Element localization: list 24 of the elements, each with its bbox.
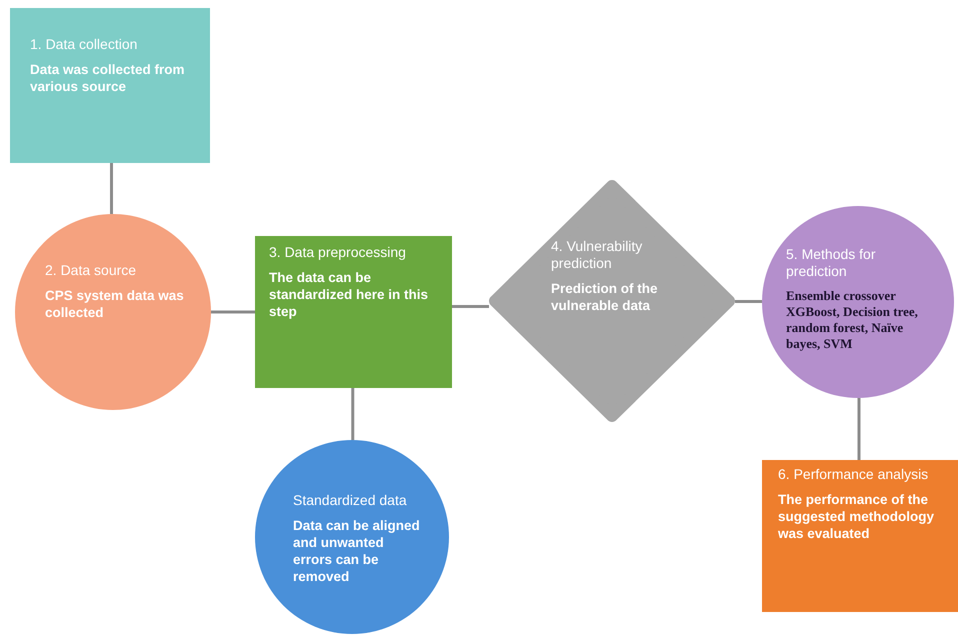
node-description: The data can be standardized here in this step bbox=[269, 269, 430, 320]
connector-line bbox=[110, 163, 113, 214]
node-heading: 1. Data collection bbox=[30, 36, 138, 53]
process-box bbox=[762, 460, 958, 612]
process-box bbox=[10, 8, 210, 163]
decision-diamond bbox=[489, 180, 735, 422]
node-description: Data was collected from various source bbox=[30, 61, 186, 95]
process-box bbox=[255, 236, 452, 388]
node-description: Prediction of the vulnerable data bbox=[551, 280, 659, 314]
node-heading: 3. Data preprocessing bbox=[269, 244, 407, 261]
node-description: The performance of the suggested methodology was evaluated bbox=[778, 491, 936, 542]
node-heading: Standardized data bbox=[293, 492, 408, 509]
connector-line bbox=[735, 300, 762, 303]
node-description: CPS system data was collected bbox=[45, 287, 185, 321]
node-description: Ensemble crossover XGBoost, Decision tree, random forest, Naïve bayes, SVM bbox=[786, 288, 919, 352]
connector-line bbox=[452, 305, 489, 308]
node-heading: 5. Methods for prediction bbox=[786, 246, 876, 280]
node-heading: 4. Vulnerability prediction bbox=[551, 238, 644, 272]
node-heading: 6. Performance analysis bbox=[778, 466, 930, 483]
connector-line bbox=[351, 388, 354, 440]
node-heading: 2. Data source bbox=[45, 262, 138, 279]
connector-line bbox=[211, 310, 255, 314]
node-description: Data can be aligned and unwanted errors can be removed bbox=[293, 517, 421, 585]
connector-line bbox=[858, 398, 860, 460]
